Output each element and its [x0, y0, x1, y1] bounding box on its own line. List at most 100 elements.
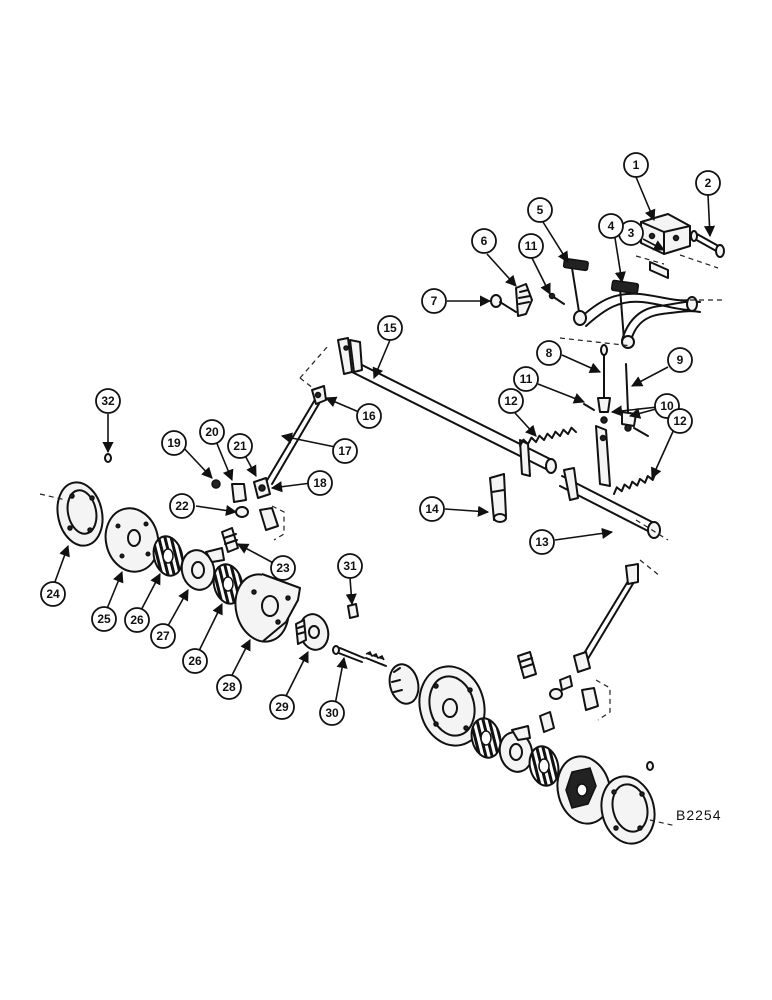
- left-brake-rod: [265, 385, 327, 485]
- brake-cross-shaft: [299, 337, 557, 477]
- brake-disc-inner: [212, 563, 244, 605]
- callout-21: 21: [227, 433, 253, 459]
- callout-18: 18: [307, 470, 333, 496]
- figure-code: B2254: [676, 807, 721, 823]
- callout-4: 4: [598, 213, 624, 239]
- right-brake-housing: [418, 665, 486, 747]
- svg-text:21: 21: [233, 439, 247, 453]
- svg-text:30: 30: [325, 706, 339, 720]
- callout-24: 24: [40, 581, 66, 607]
- callout-31: 31: [337, 553, 363, 579]
- brake-pedal-arms: [562, 257, 701, 349]
- callout-12-right: 12: [667, 408, 693, 434]
- right-cover-plate: [556, 755, 612, 825]
- callout-17: 17: [332, 438, 358, 464]
- callout-29: 29: [269, 694, 295, 720]
- release-arm: [489, 473, 507, 523]
- callout-26-inner: 26: [182, 648, 208, 674]
- svg-text:11: 11: [525, 239, 538, 253]
- callout-22: 22: [169, 493, 195, 519]
- pedal-pin: [548, 292, 565, 305]
- return-springs: [519, 426, 657, 495]
- svg-text:32: 32: [101, 394, 115, 408]
- left-actuator-parts: [211, 477, 285, 553]
- svg-text:6: 6: [481, 234, 488, 248]
- parking-latch: [515, 283, 533, 317]
- svg-text:26: 26: [130, 613, 144, 627]
- right-brake-assembly: [388, 663, 677, 845]
- svg-text:7: 7: [431, 294, 438, 308]
- callout-32: 32: [95, 388, 121, 414]
- brake-disc-outer: [152, 535, 184, 577]
- callout-28: 28: [216, 674, 242, 700]
- latch-bolt: [490, 294, 517, 313]
- svg-text:19: 19: [167, 436, 181, 450]
- svg-text:12: 12: [504, 394, 518, 408]
- callout-23: 23: [270, 555, 296, 581]
- svg-text:10: 10: [660, 399, 674, 413]
- svg-text:22: 22: [175, 499, 189, 513]
- callout-7: 7: [421, 288, 447, 314]
- callout-9: 9: [667, 347, 693, 373]
- brake-cover-plate: [104, 507, 160, 573]
- right-brake-rod: [517, 563, 639, 733]
- svg-text:1: 1: [633, 158, 640, 172]
- pedal-pivot-pin: [690, 230, 725, 258]
- pedal-link-rods: [583, 344, 649, 437]
- svg-text:20: 20: [205, 425, 219, 439]
- svg-text:3: 3: [628, 226, 635, 240]
- callout-leaders: [51, 176, 716, 711]
- svg-text:2: 2: [705, 176, 712, 190]
- svg-text:25: 25: [97, 612, 111, 626]
- callout-16: 16: [356, 403, 382, 429]
- callout-25: 25: [91, 606, 117, 632]
- svg-text:17: 17: [338, 444, 352, 458]
- callout-11-upper: 11: [518, 233, 544, 259]
- callout-15: 15: [377, 315, 403, 341]
- pedal-bushing: [649, 261, 669, 279]
- callout-6: 6: [471, 228, 497, 254]
- grease-fitting: [104, 453, 112, 463]
- callout-1: 1: [623, 152, 649, 178]
- callout-5: 5: [527, 197, 553, 223]
- callout-20: 20: [199, 419, 225, 445]
- callout-13: 13: [529, 529, 555, 555]
- callout-3: 3: [618, 220, 644, 246]
- svg-text:23: 23: [276, 561, 290, 575]
- callout-14: 14: [419, 496, 445, 522]
- svg-text:11: 11: [520, 372, 533, 386]
- left-brake-assembly: [39, 453, 330, 651]
- brake-hub: [295, 613, 330, 651]
- svg-text:18: 18: [313, 476, 327, 490]
- callout-12-left: 12: [498, 388, 524, 414]
- callout-11-lower: 11: [513, 366, 539, 392]
- svg-text:28: 28: [222, 680, 236, 694]
- svg-text:8: 8: [546, 346, 553, 360]
- callout-8: 8: [536, 340, 562, 366]
- brake-housing-plate: [39, 481, 104, 547]
- center-fasteners: [332, 603, 387, 667]
- callout-26-outer: 26: [124, 607, 150, 633]
- svg-text:9: 9: [677, 353, 684, 367]
- lower-cross-shaft: [559, 425, 669, 577]
- svg-text:16: 16: [362, 409, 376, 423]
- brake-drum-housing: [234, 573, 301, 643]
- svg-text:31: 31: [343, 559, 357, 573]
- svg-text:5: 5: [537, 203, 544, 217]
- svg-text:12: 12: [673, 414, 687, 428]
- svg-text:14: 14: [425, 502, 439, 516]
- right-outer-plate: [600, 775, 677, 845]
- actuating-disc: [180, 547, 225, 591]
- callout-30: 30: [319, 700, 345, 726]
- svg-text:4: 4: [608, 219, 615, 233]
- svg-text:24: 24: [46, 587, 60, 601]
- callout-27: 27: [150, 623, 176, 649]
- callout-19: 19: [161, 430, 187, 456]
- svg-text:13: 13: [535, 535, 549, 549]
- svg-text:15: 15: [383, 321, 397, 335]
- svg-text:26: 26: [188, 654, 202, 668]
- svg-text:27: 27: [156, 629, 170, 643]
- pedal-bracket: [640, 213, 691, 255]
- svg-text:29: 29: [275, 700, 289, 714]
